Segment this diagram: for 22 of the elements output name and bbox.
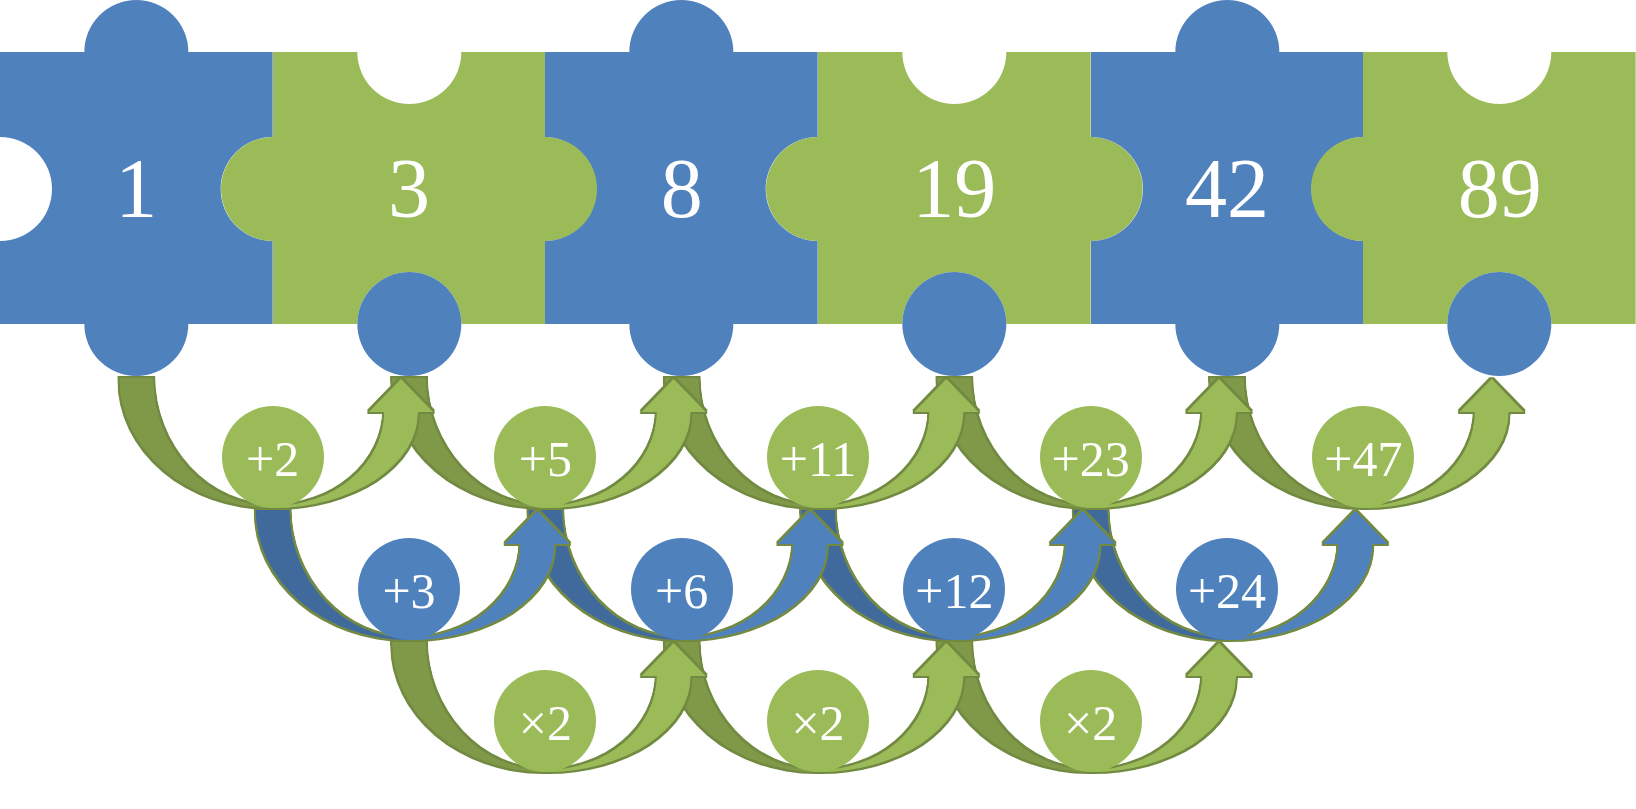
step-circle [358,538,460,640]
step-label: +47 [1324,434,1403,485]
step-label: +6 [655,566,709,617]
step-label: +2 [246,434,300,485]
step-label: +23 [1051,434,1130,485]
step-circle [767,670,869,772]
step-label: +24 [1187,566,1267,617]
step-label: +11 [779,434,857,485]
step-circle [767,406,869,508]
step-label: ×2 [791,698,845,749]
number-label: 89 [1457,147,1542,231]
number-label: 19 [912,147,997,231]
number-label: 42 [1185,147,1269,231]
step-label: +12 [915,566,994,617]
step-label: ×2 [518,698,572,749]
number-label: 8 [660,147,703,231]
step-label: +5 [518,434,572,485]
step-circle [1176,538,1278,640]
step-label: ×2 [1064,698,1118,749]
step-label: +3 [382,566,436,617]
number-label: 3 [388,147,430,231]
number-label: 1 [115,147,158,231]
